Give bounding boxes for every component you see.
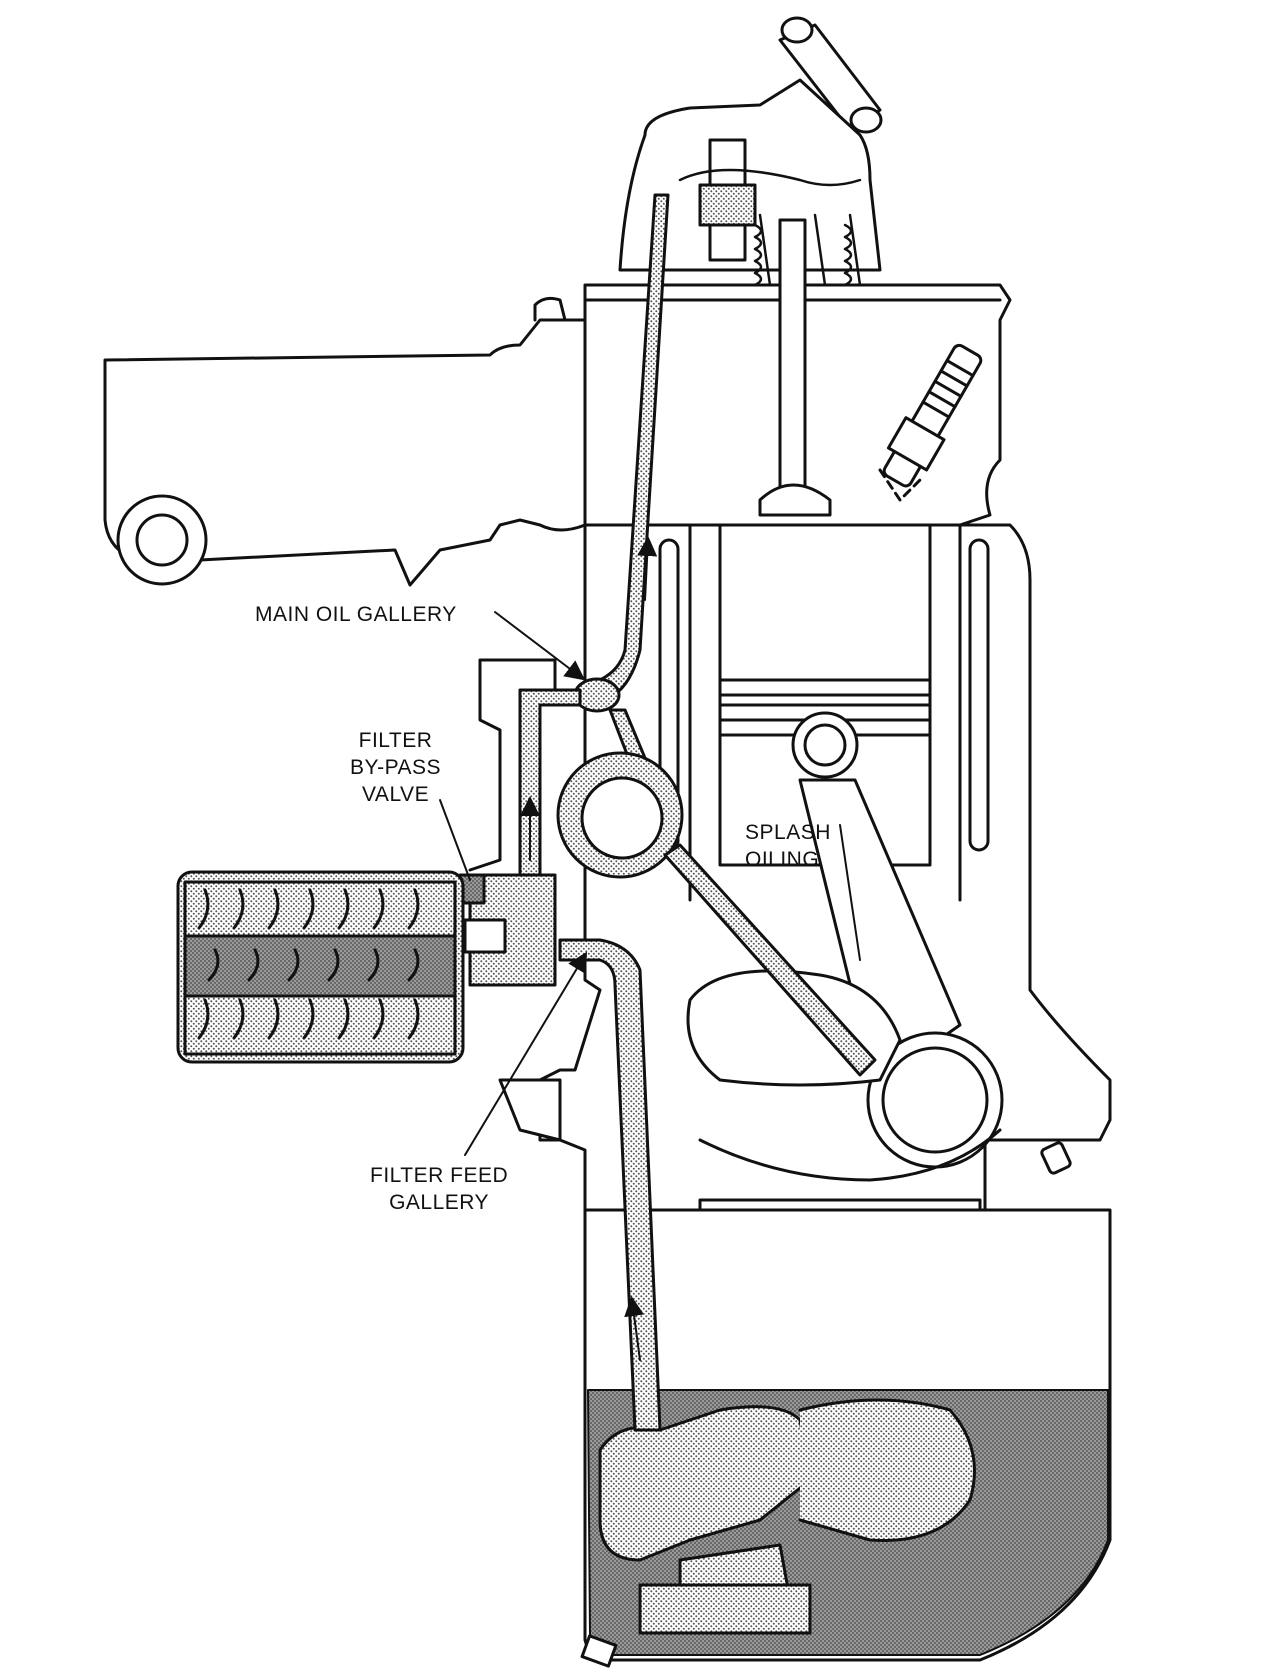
bypass-valve-leader — [439, 799, 471, 881]
label-filter-feed-gallery: FILTER FEED GALLERY — [370, 1164, 509, 1214]
pickup-tube — [798, 1398, 976, 1542]
valve-head — [758, 483, 832, 517]
crank-oil-drilling — [663, 843, 877, 1077]
oil-pump — [598, 1405, 812, 1562]
pickup-screen — [638, 1583, 812, 1635]
coolant-passage-right — [968, 538, 990, 852]
spark-plug — [882, 343, 983, 488]
label-main-oil-gallery: MAIN OIL GALLERY — [255, 603, 457, 626]
main-oil-gallery-leader — [494, 611, 586, 681]
label-filter-bypass-valve: FILTER BY-PASS VALVE — [350, 729, 442, 806]
splash-oiling-leader — [839, 824, 861, 961]
valve-train — [678, 138, 862, 517]
rod-bolt-right — [1040, 1141, 1072, 1175]
breather-tube — [778, 16, 883, 134]
oil-filter — [176, 870, 465, 1064]
main-oil-gallery-junction — [573, 677, 621, 713]
filter-feed-leader — [464, 951, 588, 1156]
label-splash-oiling: SPLASH OILING — [745, 821, 831, 871]
drain-plug — [580, 1634, 618, 1668]
